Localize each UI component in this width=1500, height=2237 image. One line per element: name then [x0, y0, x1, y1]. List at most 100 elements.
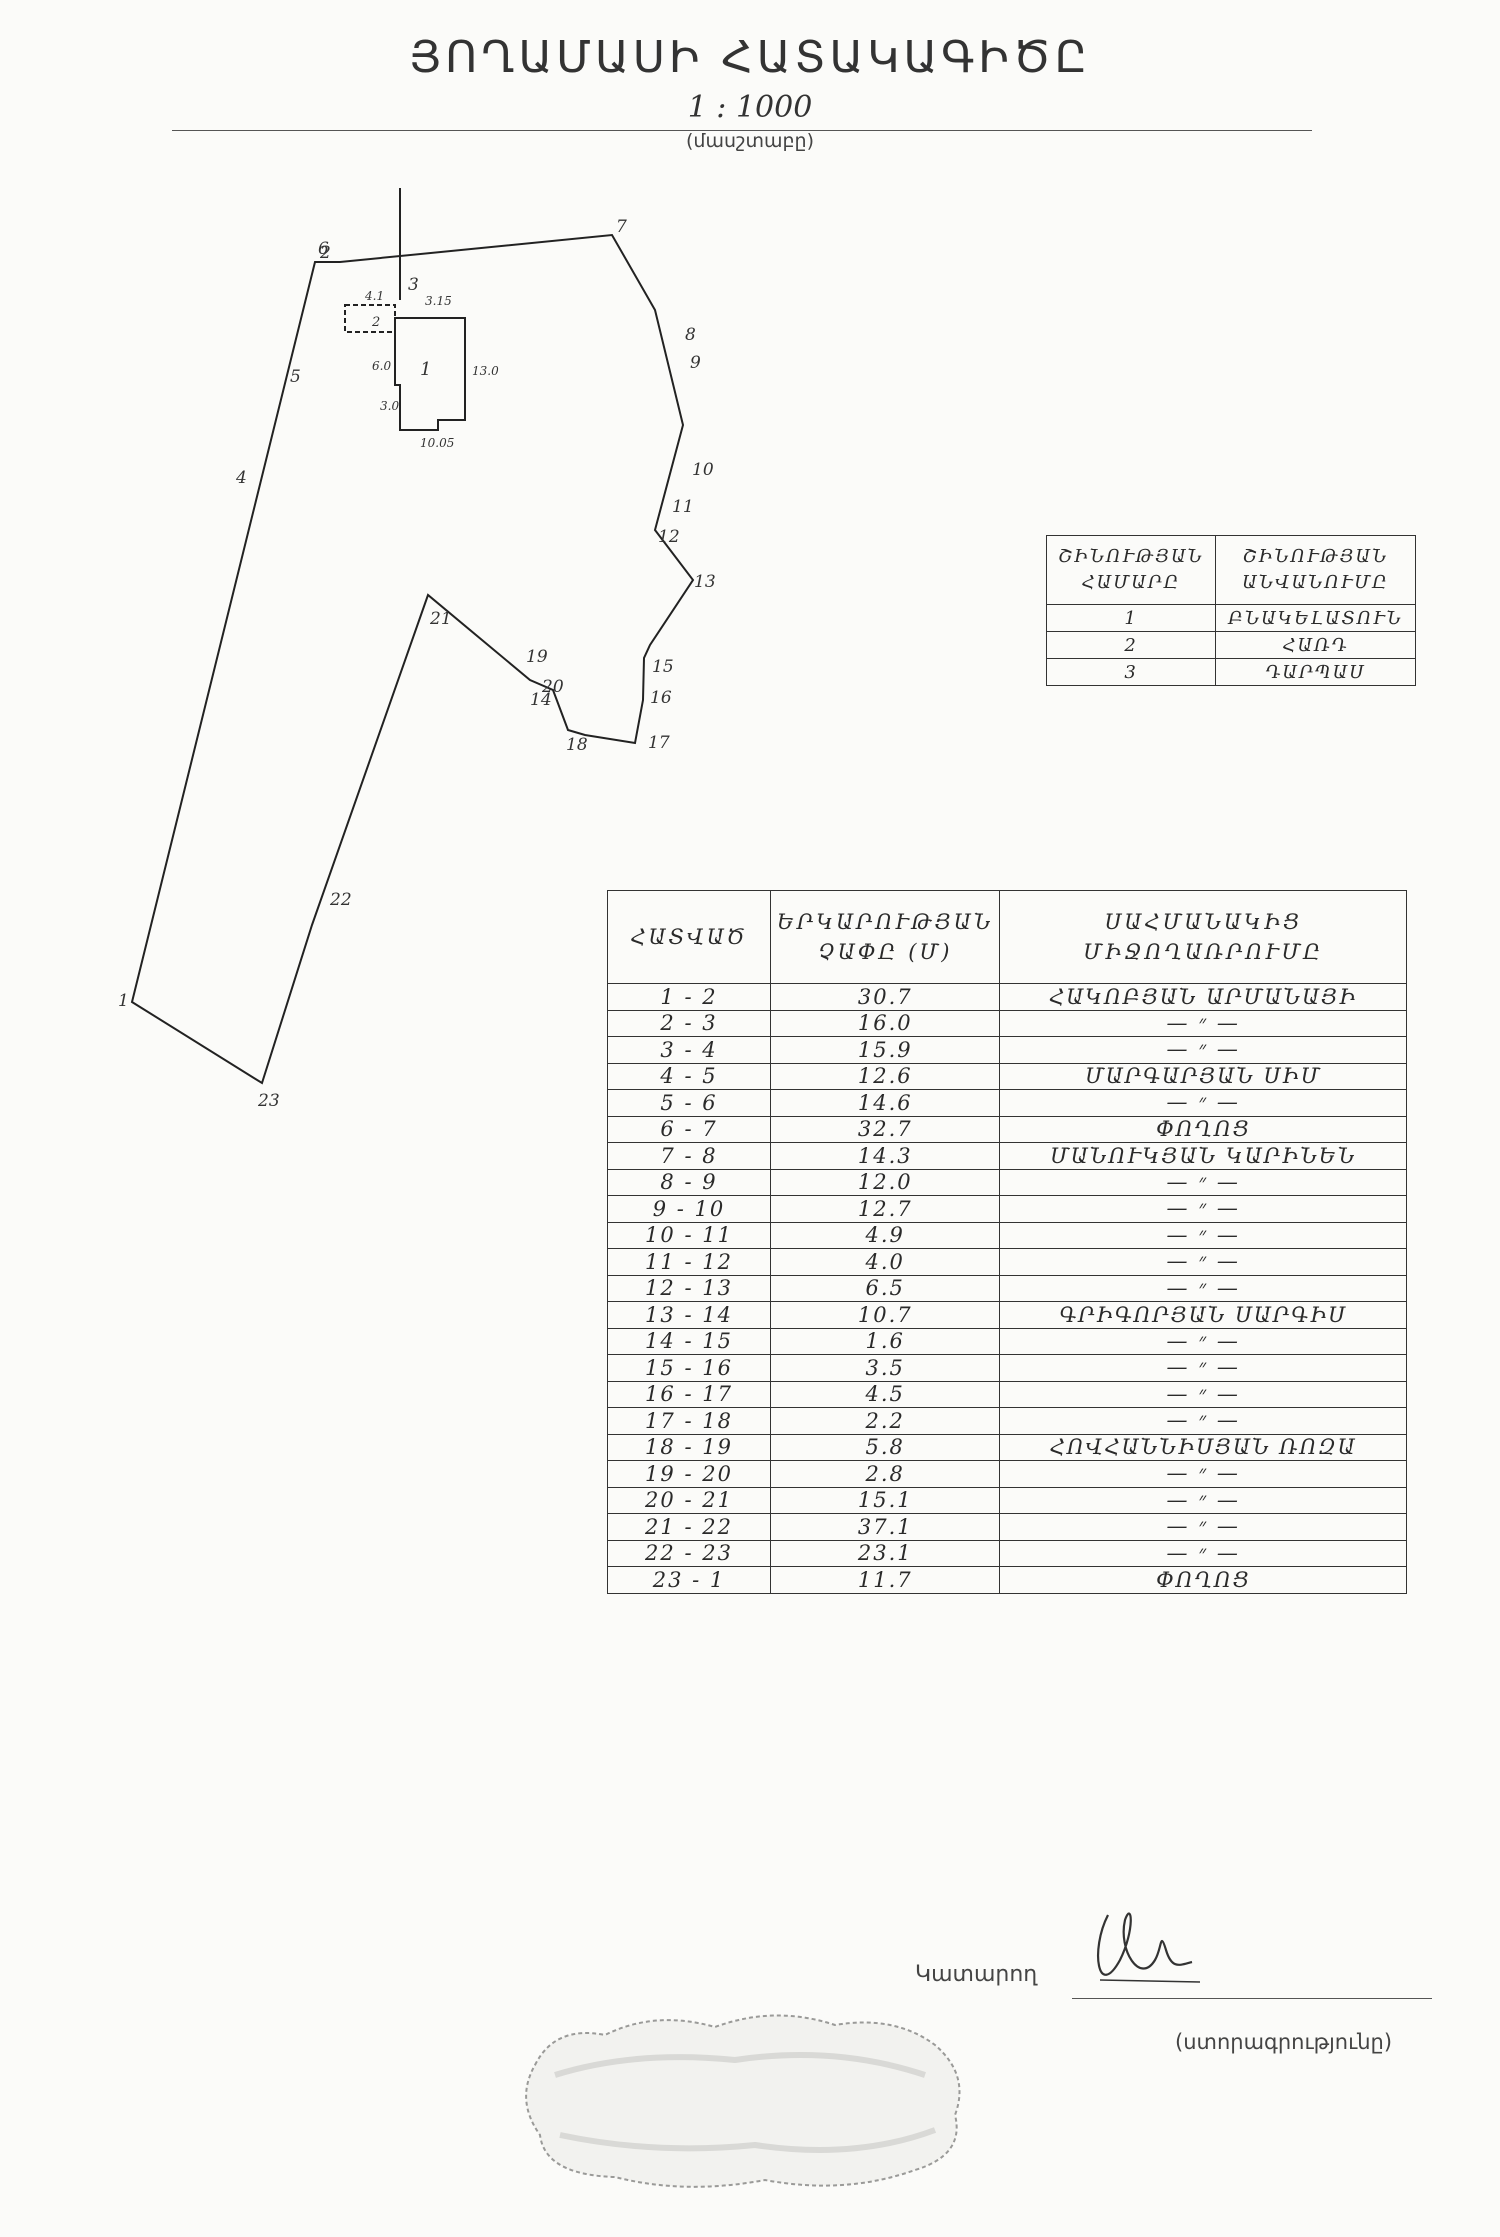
vertex-label: 21	[429, 609, 452, 629]
building-dimension: 6.0	[372, 359, 391, 373]
bounds-segment: 17 - 18	[607, 1407, 771, 1435]
bounds-segment: 12 - 13	[607, 1274, 771, 1302]
bounds-segment: 19 - 20	[607, 1460, 771, 1488]
bounds-length: 11.7	[769, 1566, 1001, 1594]
bounds-neighbor: — ״ —	[999, 1513, 1407, 1541]
vertex-label: 18	[566, 735, 588, 755]
vertex-label: 10	[692, 460, 714, 480]
signature-caption: (ստորագրությունը)	[1175, 2030, 1393, 2054]
bounds-segment: 13 - 14	[607, 1301, 771, 1329]
vertex-label: 22	[329, 890, 352, 910]
bounds-neighbor: ՄԱՐԳԱՐՅԱՆ ՍԻՄ	[999, 1062, 1407, 1090]
building-1-number: 1	[420, 359, 431, 380]
vertex-label: 6	[318, 239, 329, 259]
bounds-segment: 5 - 6	[607, 1089, 771, 1117]
bounds-length: 12.0	[769, 1168, 1001, 1196]
vertex-label: 11	[672, 497, 694, 517]
bounds-length: 30.7	[769, 983, 1001, 1011]
building-2-number: 2	[371, 315, 380, 330]
bounds-segment: 9 - 10	[607, 1195, 771, 1223]
vertex-label: 8	[685, 325, 696, 345]
signature-image	[1097, 1912, 1201, 1983]
bounds-neighbor: — ״ —	[999, 1221, 1407, 1249]
parcel-boundary	[130, 233, 695, 1085]
building-1-outline	[394, 317, 466, 431]
vertex-label: 9	[690, 353, 701, 373]
legend-building-number: 2	[1045, 631, 1217, 659]
building-dimension: 10.05	[420, 436, 454, 450]
vertex-label: 7	[616, 217, 627, 237]
bounds-neighbor: — ״ —	[999, 1327, 1407, 1355]
bounds-segment: 4 - 5	[607, 1062, 771, 1090]
bounds-length: 1.6	[769, 1327, 1001, 1355]
bounds-segment: 10 - 11	[607, 1221, 771, 1249]
stamp-image	[525, 2014, 961, 2188]
bounds-length: 2.8	[769, 1460, 1001, 1488]
bounds-neighbor: — ״ —	[999, 1274, 1407, 1302]
vertex-label: 14	[530, 690, 552, 710]
bounds-neighbor: — ״ —	[999, 1195, 1407, 1223]
signature-line	[1072, 1998, 1432, 1999]
vertex-label: 1	[118, 991, 129, 1011]
bounds-segment: 16 - 17	[607, 1380, 771, 1408]
bounds-segment: 6 - 7	[607, 1115, 771, 1143]
building-dimension: 3.15	[425, 294, 452, 308]
bounds-neighbor: ԳՐԻԳՈՐՅԱՆ ՍԱՐԳԻՍ	[999, 1301, 1407, 1329]
bounds-segment: 1 - 2	[607, 983, 771, 1011]
bounds-length: 3.5	[769, 1354, 1001, 1382]
bounds-length: 15.1	[769, 1486, 1001, 1514]
bounds-neighbor: — ״ —	[999, 1354, 1407, 1382]
bounds-header-neighbor: ՍԱՀՄԱՆԱԿԻՑ ՄԻՋՈՂԱՌՐՈՒՄԸ	[999, 890, 1407, 984]
bounds-length: 32.7	[769, 1115, 1001, 1143]
vertex-label: 13	[694, 572, 716, 592]
legend-building-name: ԴԱՐՊԱՍ	[1215, 658, 1416, 686]
legend-header-name: ՇԻՆՈՒԹՅԱՆ ԱՆՎԱՆՈՒՄԸ	[1215, 535, 1416, 605]
vertex-label: 4	[235, 468, 247, 488]
bounds-length: 10.7	[769, 1301, 1001, 1329]
vertex-label: 16	[650, 688, 672, 708]
building-dimension: 3.0	[380, 399, 399, 413]
bounds-length: 37.1	[769, 1513, 1001, 1541]
bounds-segment: 23 - 1	[607, 1566, 771, 1594]
vertex-label: 3	[408, 275, 419, 295]
bounds-neighbor: — ״ —	[999, 1539, 1407, 1567]
vertex-label: 19	[526, 647, 548, 667]
bounds-header-length: ԵՐԿԱՐՈՒԹՅԱՆ ՉԱՓԸ (Մ)	[769, 890, 1001, 984]
vertex-label: 15	[652, 657, 674, 677]
bounds-neighbor: ՄԱՆՈՒԿՅԱՆ ԿԱՐԻՆԵՆ	[999, 1142, 1407, 1170]
building-dimension: 13.0	[472, 364, 499, 378]
bounds-neighbor: — ״ —	[999, 1009, 1407, 1037]
vertex-label: 5	[290, 367, 301, 387]
bounds-length: 6.5	[769, 1274, 1001, 1302]
legend-building-number: 3	[1045, 658, 1217, 686]
bounds-neighbor: — ״ —	[999, 1036, 1407, 1064]
bounds-segment: 15 - 16	[607, 1354, 771, 1382]
bounds-length: 14.6	[769, 1089, 1001, 1117]
building-2-outline	[344, 304, 396, 333]
bounds-segment: 7 - 8	[607, 1142, 771, 1170]
bounds-segment: 3 - 4	[607, 1036, 771, 1064]
vertex-label: 20	[541, 677, 564, 697]
vertex-label: 17	[648, 733, 670, 753]
bounds-neighbor: ՀՈՎՀԱՆՆԻՍՅԱՆ ՌՈԶԱ	[999, 1433, 1407, 1461]
bounds-length: 16.0	[769, 1009, 1001, 1037]
